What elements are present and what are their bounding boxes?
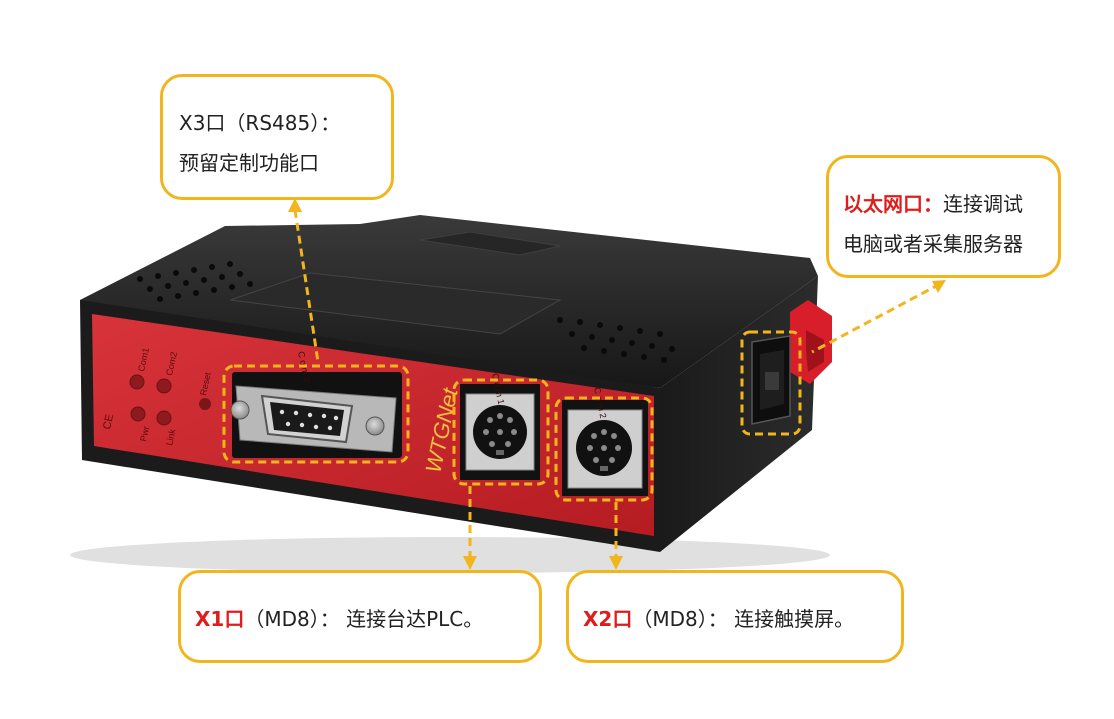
callout-ethernet: 以太网口：连接调试 电脑或者采集服务器	[826, 155, 1061, 278]
status-leds	[129, 374, 211, 426]
x3-highlight	[222, 364, 410, 464]
led-com1	[129, 374, 145, 390]
arrow-head-x3	[288, 198, 302, 212]
md8-port-x2	[562, 400, 648, 496]
callout-x3: X3口（RS485）： 预留定制功能口	[160, 74, 394, 200]
callout-ethernet-line2: 电脑或者采集服务器	[843, 232, 1023, 256]
led-com2-label: Com2	[164, 351, 179, 377]
callout-ethernet-label: 以太网口：	[843, 192, 943, 216]
arrow-head-eth	[932, 280, 946, 293]
arrow-head-x1	[463, 556, 477, 570]
leader-lines	[293, 209, 941, 560]
md8-port-x1	[460, 384, 540, 480]
led-pwr	[130, 406, 146, 422]
reset-label: Reset	[198, 371, 213, 397]
db9-port-x3	[230, 372, 402, 458]
vent-holes-right	[557, 317, 675, 363]
led-link-label: Link	[164, 428, 177, 447]
callout-x1-label: X1口	[195, 607, 245, 631]
callout-ethernet-line1: 以太网口：连接调试	[843, 184, 1058, 224]
vent-holes-left	[137, 261, 253, 302]
led-com2	[156, 378, 172, 394]
arrow-heads	[288, 198, 946, 570]
callout-ethernet-rest: 连接调试	[943, 192, 1023, 216]
callout-x1: X1口（MD8）： 连接台达PLC。	[178, 570, 542, 663]
reset-button	[199, 398, 211, 410]
led-link	[156, 410, 172, 426]
ethernet-port	[751, 335, 791, 425]
led-com1-label: Com1	[136, 347, 151, 373]
callout-x2-rest: （MD8）： 连接触摸屏。	[632, 607, 855, 631]
callout-x3-line2: 预留定制功能口	[179, 151, 319, 175]
x1-highlight	[452, 378, 550, 486]
callout-x3-line1: X3口（RS485）：	[179, 111, 341, 135]
callout-x2-label: X2口	[583, 607, 633, 631]
callout-x2: X2口（MD8）： 连接触摸屏。	[566, 570, 904, 663]
callout-x1-rest: （MD8）： 连接台达PLC。	[244, 607, 484, 631]
x2-highlight	[554, 396, 654, 502]
led-pwr-label: Pwr	[138, 425, 151, 442]
arrow-head-x2	[609, 556, 623, 570]
ce-mark: CE	[101, 413, 116, 430]
ethernet-highlight	[740, 330, 802, 436]
